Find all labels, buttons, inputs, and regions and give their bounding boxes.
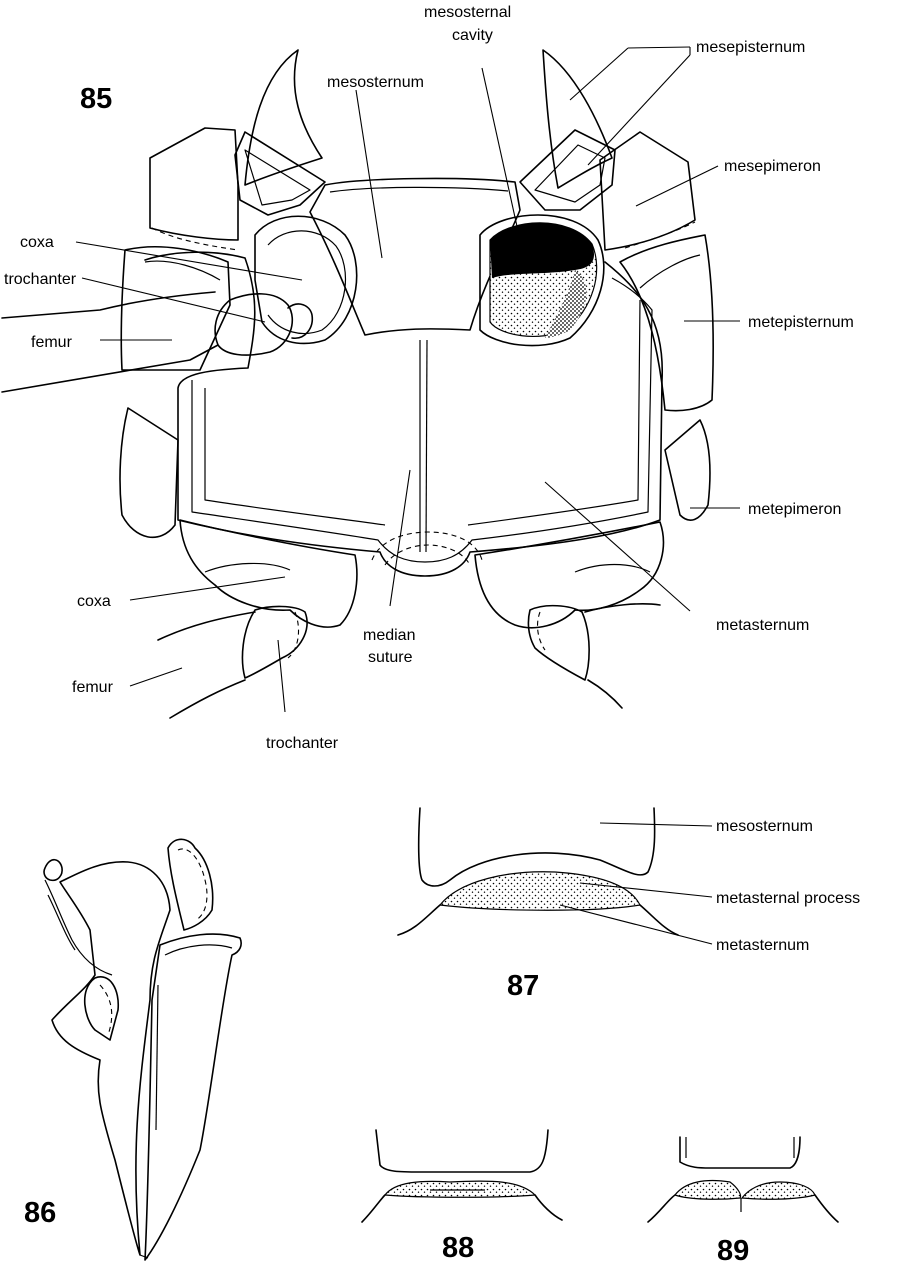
fig87-metasternal-process — [440, 872, 640, 910]
label-metasternum: metasternum — [716, 617, 809, 634]
metasternal-process-outline — [372, 532, 482, 560]
label-median-suture-line2: suture — [368, 649, 413, 666]
figure-number-89: 89 — [717, 1235, 749, 1265]
left-mesepisternum-horn — [245, 50, 322, 185]
figure-87 — [398, 808, 712, 944]
label-mesepimeron: mesepimeron — [724, 158, 821, 175]
figure-number-86: 86 — [24, 1197, 56, 1229]
right-hind-trochanter — [528, 606, 589, 680]
right-mesepisternum-horn — [543, 50, 612, 188]
fig89-mesosternum — [680, 1137, 800, 1168]
label-trochanter-lower: trochanter — [266, 735, 339, 752]
fig86-main-plate — [145, 934, 241, 1260]
label-coxa-lower: coxa — [77, 593, 111, 610]
fig88-metasternal-process — [385, 1181, 535, 1197]
figure-89 — [648, 1137, 838, 1222]
label-metepisternum: metepisternum — [748, 314, 854, 331]
label-trochanter-upper: trochanter — [4, 271, 77, 288]
left-metepimeron — [120, 408, 178, 537]
figure-86 — [44, 839, 241, 1260]
leader-lines-85 — [76, 47, 740, 712]
fig87-label-metasternum: metasternum — [716, 937, 809, 954]
fig89-metasternum — [648, 1195, 838, 1222]
right-hind-coxa — [475, 522, 663, 628]
label-mesosternum: mesosternum — [327, 74, 424, 91]
label-mesepisternum: mesepisternum — [696, 39, 805, 56]
fig88-metasternum — [362, 1195, 562, 1222]
fig88-mesosternum — [376, 1130, 548, 1172]
right-metepisternum — [620, 235, 713, 411]
right-metepimeron — [665, 420, 710, 520]
label-coxa-upper: coxa — [20, 234, 54, 251]
label-median-suture-line1: median — [363, 627, 415, 644]
label-femur-lower: femur — [72, 679, 114, 696]
fig89-metasternal-process — [675, 1181, 815, 1200]
fig87-label-metasternal-process: metasternal process — [716, 890, 860, 907]
figure-88 — [362, 1130, 562, 1222]
fig86-lateral-plate — [52, 862, 170, 1255]
figure-number-88: 88 — [442, 1232, 474, 1264]
left-hind-femur — [158, 612, 255, 718]
figure-number-85: 85 — [80, 83, 112, 115]
label-metepimeron: metepimeron — [748, 501, 841, 518]
label-femur-upper: femur — [31, 334, 73, 351]
figure-number-87: 87 — [507, 970, 539, 1002]
label-mesosternal-cavity-line2: cavity — [452, 27, 493, 44]
fig87-label-mesosternum: mesosternum — [716, 818, 813, 835]
right-hind-femur — [585, 604, 660, 708]
label-mesosternal-cavity-line1: mesosternal — [424, 4, 511, 21]
figure-85 — [2, 47, 740, 718]
left-mesepimeron — [150, 128, 238, 240]
left-hind-coxa — [180, 520, 357, 627]
